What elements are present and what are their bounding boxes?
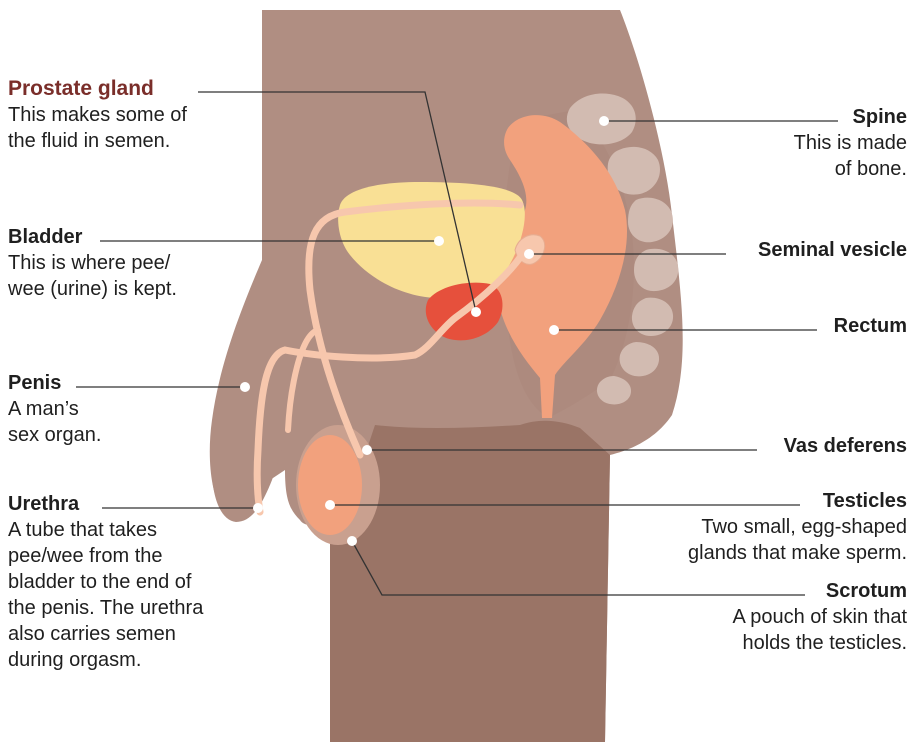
prostate-desc: This makes some of the fluid in semen. — [8, 102, 268, 154]
vas-deferens-title: Vas deferens — [647, 433, 907, 459]
seminal-vesicle-title: Seminal vesicle — [647, 237, 907, 263]
rectum-title: Rectum — [647, 313, 907, 339]
bladder-label: Bladder This is where pee/ wee (urine) i… — [8, 224, 268, 302]
scrotum-desc: A pouch of skin that holds the testicles… — [607, 604, 907, 656]
prostate-label: Prostate gland This makes some of the fl… — [8, 76, 268, 154]
seminal-vesicle-label: Seminal vesicle — [647, 237, 907, 263]
spine-label: Spine This is made of bone. — [647, 104, 907, 182]
rectum-label: Rectum — [647, 313, 907, 339]
prostate-title: Prostate gland — [8, 76, 268, 102]
bladder-desc: This is where pee/ wee (urine) is kept. — [8, 250, 268, 302]
urethra-label: Urethra A tube that takes pee/wee from t… — [8, 491, 278, 673]
spine-desc: This is made of bone. — [647, 130, 907, 182]
bladder-title: Bladder — [8, 224, 268, 250]
testicles-desc: Two small, egg-shaped glands that make s… — [607, 514, 907, 566]
testicles-label: Testicles Two small, egg-shaped glands t… — [607, 488, 907, 566]
urethra-title: Urethra — [8, 491, 278, 517]
testicle-organ — [298, 435, 362, 535]
penis-label: Penis A man’s sex organ. — [8, 370, 208, 448]
spine-title: Spine — [647, 104, 907, 130]
scrotum-title: Scrotum — [607, 578, 907, 604]
vas-deferens-label: Vas deferens — [647, 433, 907, 459]
urethra-desc: A tube that takes pee/wee from the bladd… — [8, 517, 278, 673]
testicles-title: Testicles — [607, 488, 907, 514]
penis-desc: A man’s sex organ. — [8, 396, 208, 448]
penis-title: Penis — [8, 370, 208, 396]
scrotum-label: Scrotum A pouch of skin that holds the t… — [607, 578, 907, 656]
